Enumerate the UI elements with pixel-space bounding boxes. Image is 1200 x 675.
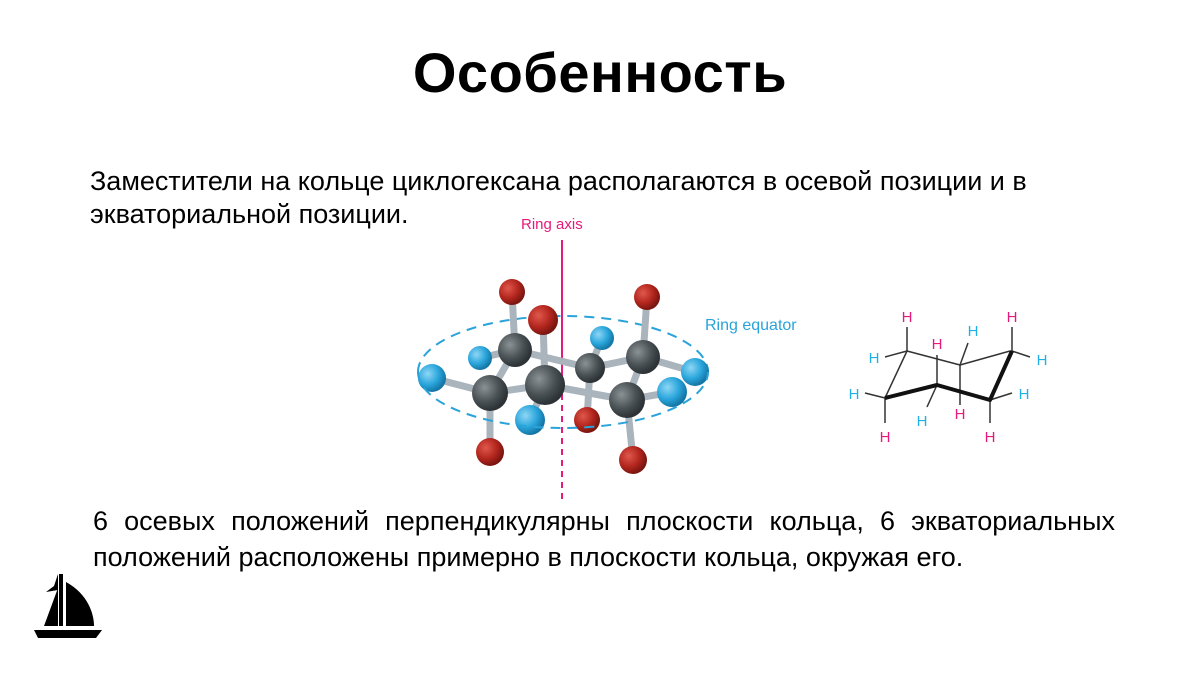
- ring-equator-label: Ring equator: [705, 317, 797, 334]
- intro-paragraph: Заместители на кольце циклогексана распо…: [90, 166, 1027, 229]
- ring-axis-label: Ring axis: [521, 216, 583, 233]
- h-equatorial: H: [917, 413, 928, 430]
- h-axial: H: [932, 336, 943, 353]
- cyclohexane-3d-model: [400, 210, 840, 505]
- h-axial: H: [955, 406, 966, 423]
- h-equatorial: H: [849, 386, 860, 403]
- h-axial: H: [880, 429, 891, 446]
- outro-paragraph: 6 осевых положений перпендикулярны плоск…: [93, 506, 1115, 572]
- h-equatorial: H: [968, 323, 979, 340]
- sailboat-icon: [30, 570, 105, 640]
- h-equatorial: H: [1037, 352, 1048, 369]
- h-axial: H: [985, 429, 996, 446]
- slide-title: Особенность: [412, 41, 788, 104]
- cyclohexane-chair-diagram: H H H H H H H H H H H H: [830, 295, 1060, 455]
- h-axial: H: [902, 309, 913, 326]
- h-axial: H: [1007, 309, 1018, 326]
- h-equatorial: H: [1019, 386, 1030, 403]
- h-equatorial: H: [869, 350, 880, 367]
